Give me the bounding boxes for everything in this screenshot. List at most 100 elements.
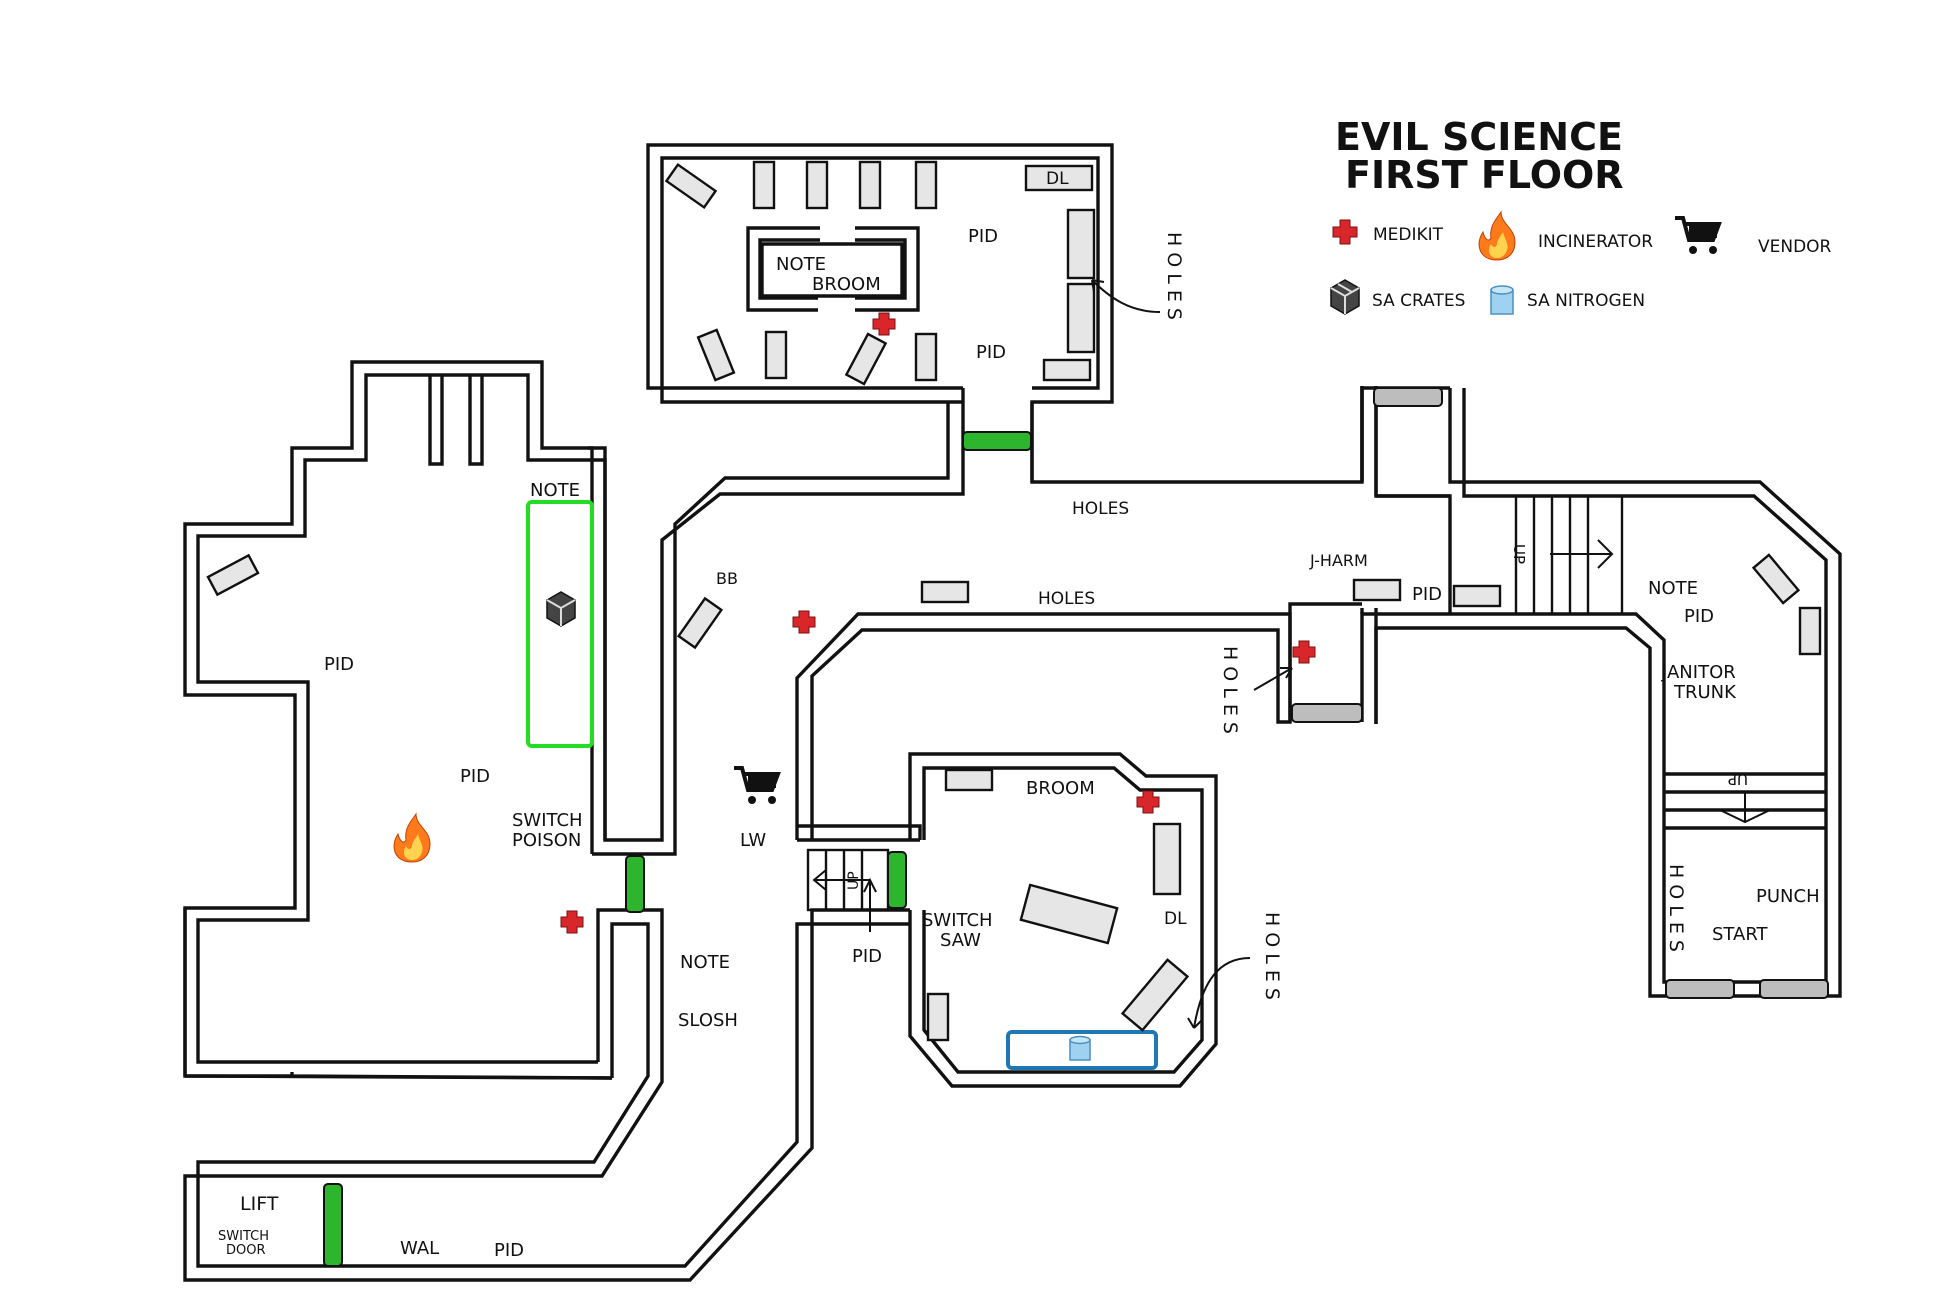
label-pid-top1: PID (968, 226, 998, 247)
bench (1152, 822, 1182, 896)
lower-left-corridor-inner (196, 922, 910, 1268)
label-pid-top2: PID (976, 342, 1006, 363)
medikit-icon[interactable] (1136, 790, 1160, 814)
shopping-cart-icon[interactable] (734, 766, 781, 804)
medikit-icon[interactable] (560, 910, 584, 934)
svg-text:HOLES: HOLES (1219, 646, 1241, 740)
label-holes-top-vertical: HOLES (1163, 232, 1185, 326)
bench (1066, 282, 1096, 354)
canister (926, 992, 950, 1042)
note-broom-box (760, 242, 904, 298)
label-punch: PUNCH (1756, 886, 1820, 907)
canister (914, 332, 938, 382)
canister (676, 596, 724, 650)
svg-text:HOLES: HOLES (1261, 912, 1283, 1006)
medikit-icon[interactable] (792, 610, 816, 634)
sa-nitrogen-highlight (1006, 1030, 1158, 1070)
canister (805, 160, 829, 210)
objects (206, 160, 1822, 1042)
canister (1352, 578, 1402, 602)
canister (844, 332, 888, 386)
label-switch-poison-2: POISON (512, 830, 581, 851)
canister (664, 162, 718, 210)
mid-corridor-lower (797, 824, 922, 842)
label-broom-top: BROOM (812, 274, 881, 295)
label-holes-right-vertical: HOLES (1665, 864, 1687, 958)
canister (764, 330, 788, 380)
door-top-room-green[interactable] (962, 431, 1032, 451)
canister (1751, 553, 1801, 605)
lower-left-corridor-outer (183, 908, 910, 1282)
door-start-grey-left[interactable] (1665, 979, 1735, 999)
labels: DL PID NOTE BROOM PID HOLES HOLES NOTE P… (218, 169, 1820, 1261)
door-start-grey-right[interactable] (1759, 979, 1829, 999)
medikit-icon[interactable] (872, 312, 896, 336)
door-holes-grey[interactable] (1291, 703, 1363, 723)
canister (914, 160, 938, 210)
label-pid-right: PID (1412, 584, 1442, 605)
holes-pointer-top (1091, 279, 1161, 313)
stairs-right-lower (1719, 792, 1771, 824)
medikit-icon[interactable] (1292, 640, 1316, 664)
label-dl-lower: DL (1164, 909, 1187, 929)
sa-crates-highlight (526, 500, 594, 748)
label-lw: LW (740, 830, 766, 851)
left-room-bottom-wall (183, 908, 613, 1080)
label-lift: LIFT (240, 1193, 279, 1215)
left-room-inner (196, 373, 607, 1064)
mid-corridor-outer (795, 612, 1292, 840)
door-lift-green[interactable] (323, 1183, 343, 1267)
table (1019, 883, 1119, 945)
canister (1798, 606, 1822, 656)
label-pid-bottom: PID (494, 1240, 524, 1261)
label-up-stairs-right2: UP (1728, 770, 1748, 788)
svg-text:HOLES: HOLES (1665, 864, 1687, 958)
map-title-line2: FIRST FLOOR (1345, 153, 1624, 197)
door-left-room-green[interactable] (625, 855, 645, 913)
legend-medikit-icon (1332, 219, 1358, 245)
label-bb: BB (716, 569, 738, 588)
door-mid-green[interactable] (887, 851, 907, 909)
top-corridor-inner (592, 402, 950, 856)
legend-nitrogen-canister-icon (1490, 285, 1514, 315)
label-note-lower: NOTE (680, 952, 730, 973)
legend: MEDIKIT INCINERATOR VENDOR SA CRATES SA … (1330, 210, 1832, 315)
canister (920, 580, 970, 604)
left-room-top-slots (428, 375, 484, 466)
label-wal: WAL (400, 1238, 439, 1259)
stairs-lower-left (806, 848, 890, 932)
label-pid-left1: PID (324, 654, 354, 675)
canister (858, 160, 882, 210)
canister (696, 328, 736, 382)
right-upper-hall (1288, 494, 1450, 724)
door-top-right-grey[interactable] (1373, 387, 1443, 407)
lower-room-outer (908, 752, 1218, 1088)
top-room-outer-wall (646, 143, 1364, 484)
legend-vendor-label: VENDOR (1758, 237, 1832, 257)
lower-room-inner (922, 766, 1204, 1074)
label-janitor-trunk-2: TRUNK (1673, 682, 1737, 703)
label-dl-top: DL (1046, 169, 1069, 189)
label-slosh: SLOSH (678, 1010, 738, 1031)
canister (752, 160, 776, 210)
label-note-top: NOTE (776, 254, 826, 275)
top-room-partition-right (855, 226, 920, 312)
top-room-partition-left (746, 226, 820, 312)
canister (1452, 584, 1502, 608)
legend-medikit-label: MEDIKIT (1373, 225, 1444, 245)
label-switch-door-1: SWITCH (218, 1229, 269, 1244)
flame-icon[interactable] (393, 812, 431, 863)
label-j-harm: J-HARM (1309, 551, 1368, 570)
label-pid-right2: PID (1684, 606, 1714, 627)
crate-box-icon[interactable] (546, 591, 576, 627)
top-room-inner-wall (660, 156, 1100, 404)
label-switch-door-2: DOOR (226, 1243, 266, 1258)
map-title-line1: EVIL SCIENCE (1335, 115, 1623, 159)
label-holes-mid-vertical: HOLES (1219, 646, 1241, 740)
legend-flame-icon (1478, 210, 1516, 261)
label-note-right: NOTE (1648, 578, 1698, 599)
holes-pointer-mid (1253, 667, 1293, 691)
nitrogen-canister-icon[interactable] (1069, 1035, 1091, 1061)
canister (1042, 358, 1092, 382)
